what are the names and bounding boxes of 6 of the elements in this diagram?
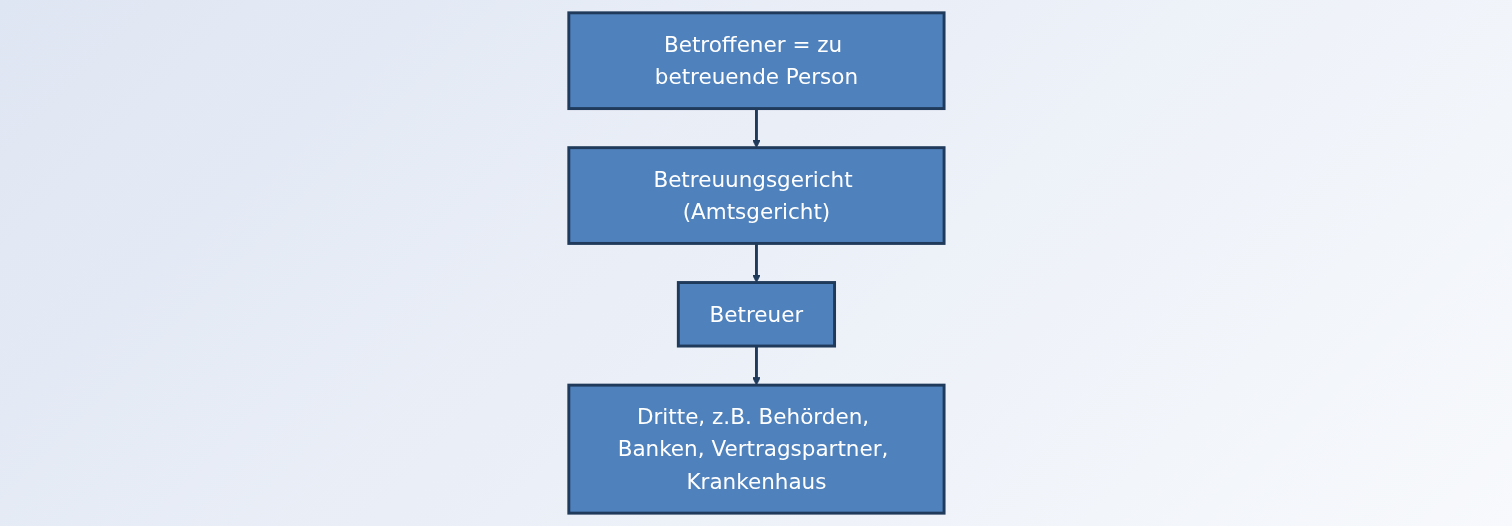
- arrow: [751, 346, 761, 386]
- node-box: Dritte, z.B. Behörden, Banken, Vertragspartner, Krankenhaus: [566, 383, 946, 515]
- arrow: [751, 243, 761, 283]
- node-box: Betroffener = zu betreuende Person: [566, 11, 946, 111]
- node-box: Betreuer: [676, 281, 836, 348]
- node-box: Betreuungsgericht (Amtsgericht): [566, 146, 946, 245]
